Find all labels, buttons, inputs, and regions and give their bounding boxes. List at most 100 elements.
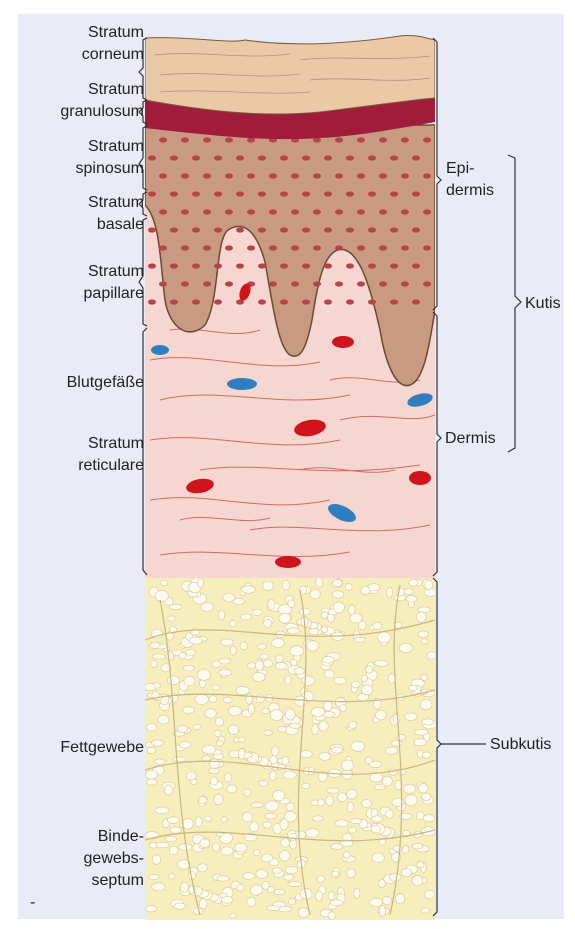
fat-cell (403, 784, 415, 793)
cell-nucleus (368, 263, 376, 268)
fat-cell (414, 729, 428, 735)
cell-nucleus (236, 263, 244, 268)
cell-nucleus (401, 209, 409, 214)
fat-cell (350, 819, 361, 824)
fat-cell (427, 652, 436, 660)
fat-cell (281, 839, 290, 848)
vessel-blue (151, 345, 169, 355)
fat-cell (255, 660, 263, 671)
fat-cell (425, 890, 435, 899)
fat-cell (287, 628, 299, 634)
fat-cell (265, 801, 279, 811)
fat-cell (421, 908, 429, 913)
fat-cell (421, 639, 428, 644)
fat-cell (193, 724, 201, 729)
cell-nucleus (291, 281, 299, 286)
cell-nucleus (357, 209, 365, 214)
fat-cell (199, 796, 207, 804)
fat-cell (147, 779, 158, 785)
fat-cell (401, 868, 411, 876)
fat-cell (165, 785, 173, 795)
fat-cell (229, 620, 236, 626)
fat-cell (282, 757, 289, 766)
fat-cell (270, 756, 277, 764)
cell-nucleus (313, 209, 321, 214)
fat-cell (202, 756, 211, 761)
cell-nucleus (346, 263, 354, 268)
fat-cell (257, 644, 266, 649)
fat-cell (358, 621, 366, 630)
fat-cell (254, 850, 260, 856)
fat-cell (294, 668, 304, 675)
cell-nucleus (181, 137, 189, 142)
fat-cell (375, 660, 389, 666)
cell-nucleus (203, 245, 211, 250)
fat-cell (402, 846, 409, 854)
vessel-red (409, 471, 431, 485)
cell-nucleus (269, 245, 277, 250)
fat-cell (240, 614, 251, 620)
fat-cell (409, 579, 418, 586)
fat-cell (389, 873, 401, 881)
cell-nucleus (192, 263, 200, 268)
cell-nucleus (159, 209, 167, 214)
fat-cell (396, 735, 405, 741)
label-fettgewebe: Fettgewebe (60, 737, 144, 759)
cell-nucleus (313, 173, 321, 178)
fat-cell (276, 655, 284, 663)
fat-cell (179, 652, 186, 659)
cell-nucleus (258, 227, 266, 232)
cell-nucleus (203, 209, 211, 214)
fat-cell (301, 783, 310, 788)
fat-cell (333, 579, 343, 586)
fat-cell (317, 875, 325, 882)
fat-cell (224, 773, 231, 782)
fat-cell (328, 912, 335, 920)
cell-nucleus (423, 209, 431, 214)
cell-nucleus (302, 191, 310, 196)
fat-cell (361, 675, 367, 682)
fat-cell (420, 700, 432, 710)
cell-nucleus (247, 245, 255, 250)
fat-cell (146, 724, 156, 732)
cell-nucleus (225, 209, 233, 214)
fat-cell (324, 701, 332, 712)
fat-cell (405, 713, 418, 721)
fat-cell (422, 752, 431, 758)
fat-cell (251, 885, 263, 896)
cell-nucleus (214, 191, 222, 196)
cell-nucleus (192, 227, 200, 232)
fat-cell (256, 695, 265, 703)
fat-cell (204, 816, 212, 821)
fat-cell (263, 822, 272, 828)
cell-nucleus (379, 137, 387, 142)
fat-cell (180, 741, 191, 748)
fat-cell (146, 906, 157, 912)
fat-cell (274, 889, 285, 894)
label-blutgefaesse: Blutgefäße (67, 372, 144, 394)
cell-nucleus (203, 137, 211, 142)
vessel-red (332, 336, 354, 348)
fat-cell (275, 663, 287, 670)
fat-cell (321, 612, 328, 619)
fat-cell (266, 906, 280, 911)
fat-cell (221, 897, 233, 904)
fat-cell (272, 746, 279, 756)
cell-nucleus (335, 209, 343, 214)
fat-cell (306, 828, 319, 837)
fat-cell (371, 825, 381, 833)
cell-nucleus (170, 263, 178, 268)
fat-cell (210, 777, 217, 785)
cell-nucleus (269, 173, 277, 178)
fat-cell (412, 875, 423, 886)
fat-cell (228, 706, 241, 715)
cell-nucleus (379, 281, 387, 286)
fat-cell (174, 903, 186, 909)
fat-cell (393, 714, 400, 723)
fat-cell (186, 650, 196, 656)
fat-cell (310, 589, 320, 599)
fat-cell (332, 591, 344, 598)
cell-nucleus (346, 299, 354, 304)
fat-cell (158, 715, 169, 724)
fat-cell (302, 676, 314, 686)
